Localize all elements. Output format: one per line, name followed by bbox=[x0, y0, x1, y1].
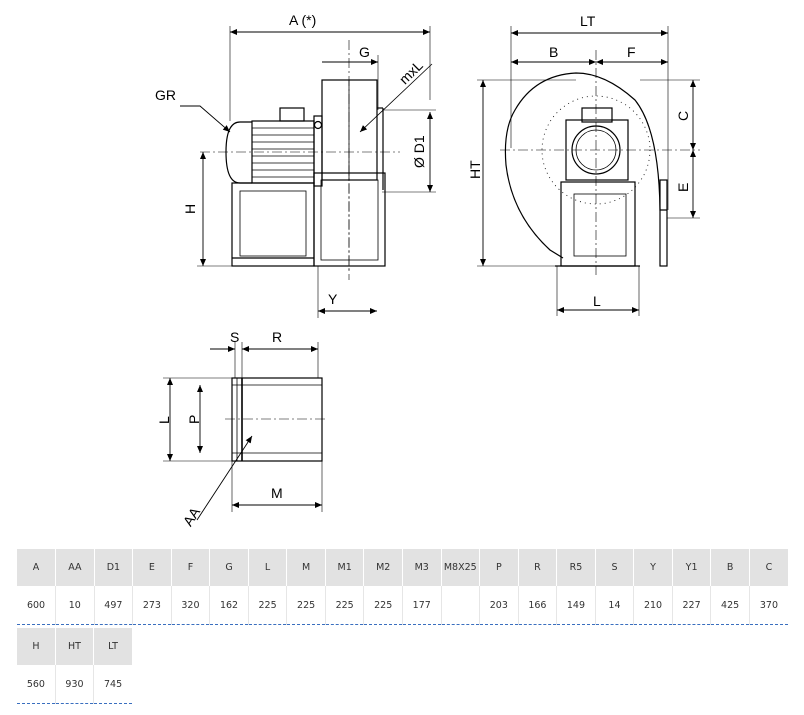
volute-scroll bbox=[504, 72, 667, 259]
table-header-cell: D1 bbox=[93, 549, 133, 586]
table-header-cell: AA bbox=[55, 549, 95, 586]
terminal-box bbox=[279, 107, 305, 122]
table-header-cell: R bbox=[517, 549, 557, 586]
table-cell: 162 bbox=[209, 586, 249, 625]
table-header-cell: P bbox=[479, 549, 519, 586]
table-cell: 225 bbox=[363, 586, 403, 625]
dim-label-f: F bbox=[627, 44, 636, 60]
table-header-cell: C bbox=[748, 549, 788, 586]
dim-label-p: P bbox=[186, 415, 202, 424]
table-header-cell: E bbox=[132, 549, 172, 586]
motor-end-cap bbox=[225, 121, 252, 184]
table-cell: 225 bbox=[286, 586, 326, 625]
table-cell: 225 bbox=[324, 586, 364, 625]
table-header-cell: G bbox=[209, 549, 249, 586]
table-cell: 166 bbox=[517, 586, 557, 625]
table-cell: 497 bbox=[93, 586, 133, 625]
table-value-row: 600 10 497 273 320 162 225 225 225 225 1… bbox=[17, 586, 788, 625]
dim-label-l-side: L bbox=[593, 293, 601, 309]
table-header-cell: M3 bbox=[401, 549, 442, 586]
table-cell: 320 bbox=[170, 586, 210, 625]
table-header-cell: M bbox=[286, 549, 326, 586]
table-cell: 10 bbox=[55, 586, 95, 625]
table-header-cell: S bbox=[594, 549, 634, 586]
table-cell: 227 bbox=[671, 586, 711, 625]
table-cell: 560 bbox=[17, 665, 56, 704]
dim-label-aa: AA bbox=[180, 504, 204, 529]
table-cell: 425 bbox=[710, 586, 750, 625]
flange-box bbox=[231, 377, 323, 462]
dim-label-a: A (*) bbox=[289, 12, 316, 28]
table-header-row: A AA D1 E F G L M M1 M2 M3 M8X25 P R R5 … bbox=[17, 549, 788, 586]
table-header-cell: L bbox=[247, 549, 287, 586]
dim-label-c: C bbox=[675, 111, 691, 121]
table-cell: 930 bbox=[54, 665, 94, 704]
table-cell: 210 bbox=[633, 586, 673, 625]
dim-label-r: R bbox=[272, 329, 282, 345]
volute-base bbox=[560, 181, 636, 267]
table-cell: 14 bbox=[594, 586, 634, 625]
dim-label-g: G bbox=[359, 44, 370, 60]
dim-label-mxl: mxL bbox=[396, 57, 426, 87]
dim-label-h: H bbox=[182, 204, 198, 214]
volute-view bbox=[477, 26, 700, 316]
table-header-cell: HT bbox=[54, 628, 94, 665]
outlet-flange bbox=[313, 172, 386, 267]
side-view bbox=[180, 26, 436, 318]
dim-label-m: M bbox=[271, 485, 283, 501]
table-value-row: 560 930 745 bbox=[17, 665, 132, 704]
table-header-cell: F bbox=[170, 549, 210, 586]
dim-label-l-flange: L bbox=[156, 416, 172, 424]
table-header-cell: M2 bbox=[363, 549, 403, 586]
table-cell: 177 bbox=[401, 586, 442, 625]
table-cell: 203 bbox=[479, 586, 519, 625]
table-cell: 600 bbox=[17, 586, 56, 625]
table-cell: 149 bbox=[556, 586, 596, 625]
dim-label-e: E bbox=[675, 183, 691, 192]
fan-housing bbox=[321, 79, 378, 181]
dim-label-lt: LT bbox=[580, 13, 596, 29]
dimension-table: A AA D1 E F G L M M1 M2 M3 M8X25 P R R5 … bbox=[17, 549, 788, 625]
table-header-cell: B bbox=[710, 549, 750, 586]
flange-detail bbox=[163, 342, 328, 521]
table-header-cell: Y bbox=[633, 549, 673, 586]
table-header-cell: M1 bbox=[324, 549, 364, 586]
table-header-row: H HT LT bbox=[17, 628, 132, 665]
table-header-cell: Y1 bbox=[671, 549, 711, 586]
dimension-table-continued: H HT LT 560 930 745 bbox=[17, 628, 132, 704]
table-header-cell: H bbox=[17, 628, 56, 665]
table-cell: 370 bbox=[748, 586, 788, 625]
dim-label-b: B bbox=[549, 44, 558, 60]
table-cell: 745 bbox=[93, 665, 132, 704]
dim-label-d1: Ø D1 bbox=[411, 135, 427, 168]
base-frame bbox=[231, 182, 315, 267]
dim-label-ht: HT bbox=[467, 160, 483, 179]
dim-label-y: Y bbox=[328, 291, 338, 307]
table-header-cell: M8X25 bbox=[440, 549, 480, 586]
technical-drawing: A (*) G mxL GR Ø D1 H Y bbox=[155, 12, 700, 529]
table-header-cell: A bbox=[17, 549, 56, 586]
table-header-cell: LT bbox=[93, 628, 132, 665]
table-cell bbox=[440, 586, 480, 625]
dim-label-s: S bbox=[230, 329, 239, 345]
dim-label-gr: GR bbox=[155, 87, 176, 103]
table-cell: 273 bbox=[132, 586, 172, 625]
table-header-cell: R5 bbox=[556, 549, 596, 586]
table-cell: 225 bbox=[247, 586, 287, 625]
